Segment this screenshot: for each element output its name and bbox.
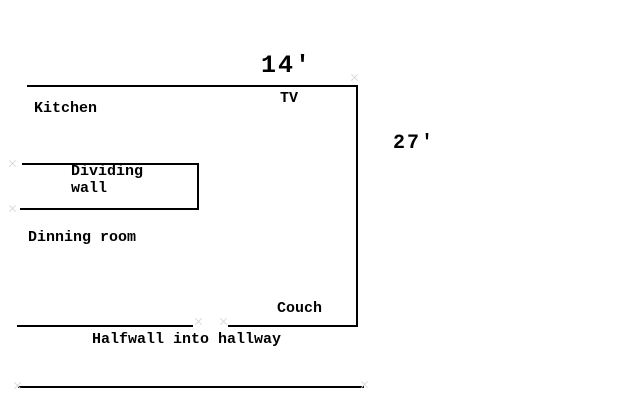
halfwall-right-segment — [228, 325, 358, 327]
halfwall-left-segment — [17, 325, 193, 327]
endpoint-marker — [8, 204, 17, 213]
endpoint-marker — [350, 73, 359, 82]
dividing-wall-right-edge — [197, 163, 199, 210]
dinning-room-label: Dinning room — [28, 229, 137, 246]
endpoint-marker — [219, 317, 228, 326]
height-dimension-label: 27' — [393, 132, 436, 155]
dividing-wall-label: Dividing wall — [71, 163, 144, 197]
tv-label: TV — [280, 90, 299, 107]
width-dimension-label: 14' — [261, 51, 313, 80]
halfwall-label: Halfwall into hallway — [92, 331, 282, 348]
hallway-wall — [18, 386, 364, 388]
top-wall — [27, 85, 358, 87]
dividing-wall-bottom-edge — [20, 208, 199, 210]
right-wall — [356, 85, 358, 327]
couch-label: Couch — [277, 300, 323, 317]
dividing-wall-top-edge — [22, 163, 199, 165]
kitchen-label: Kitchen — [34, 100, 98, 117]
endpoint-marker — [8, 159, 17, 168]
endpoint-marker — [194, 317, 203, 326]
endpoint-marker — [13, 381, 22, 390]
endpoint-marker — [360, 380, 369, 389]
